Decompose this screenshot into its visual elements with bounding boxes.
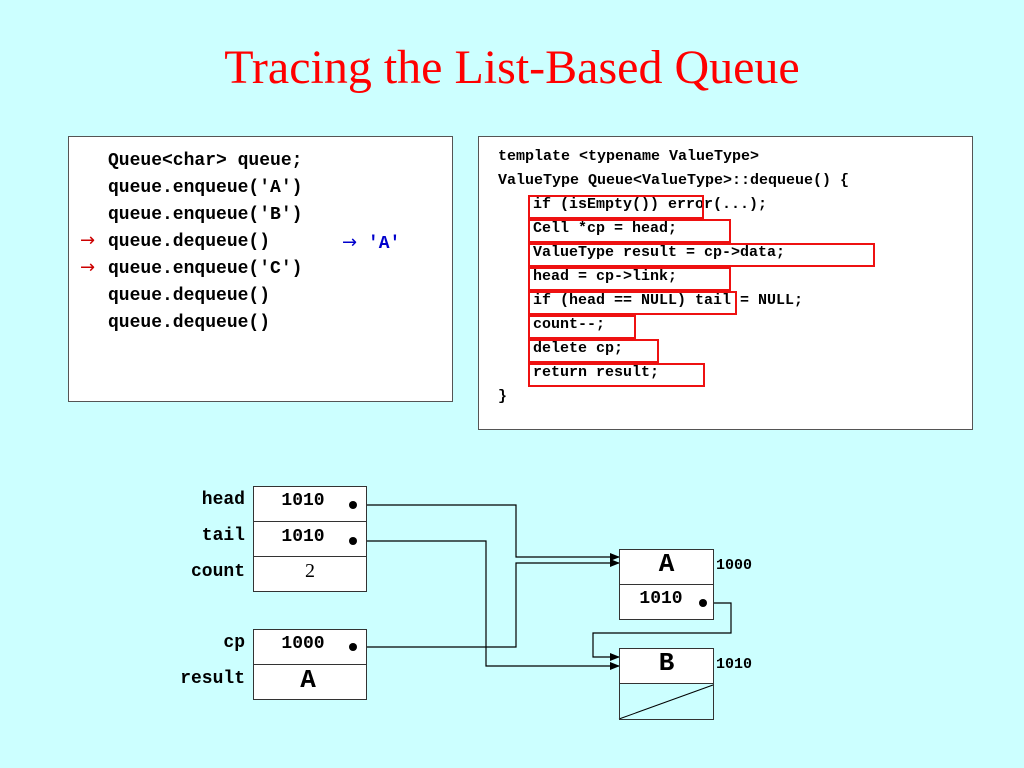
- head-pointer-dot: [349, 501, 357, 509]
- body-line-5: if (head == NULL) tail = NULL;: [533, 289, 803, 313]
- body-line-8: return result;: [533, 364, 660, 381]
- template-line: template <typename ValueType>: [498, 148, 760, 165]
- cell-1-link: [619, 584, 714, 620]
- cell-1-link-value: 1010: [639, 589, 683, 609]
- tail-field: [253, 521, 367, 557]
- client-code-panel: [68, 136, 453, 402]
- count-label: count: [190, 562, 245, 582]
- highlight-box-2: [528, 219, 731, 243]
- code-line-6: queue.dequeue(): [108, 286, 271, 306]
- cell-2-address: 1010: [716, 656, 753, 673]
- count-value: 2: [305, 560, 315, 582]
- tail-label: tail: [201, 526, 245, 546]
- return-value: 'A': [367, 234, 401, 254]
- cell-1-link-dot: [699, 599, 707, 607]
- cp-pointer-dot: [349, 643, 357, 651]
- highlight-box-8: [528, 363, 705, 387]
- stmt-head-null: if (head == NULL): [533, 292, 687, 309]
- count-field: [253, 556, 367, 592]
- cp-field: [253, 629, 367, 665]
- cp-pointer: [353, 559, 620, 648]
- stmt-isempty: if (isEmpty()): [533, 196, 660, 213]
- code-line-5: queue.enqueue('C'): [108, 259, 303, 279]
- null-link-slash: [618, 684, 714, 720]
- cell-1-address: 1000: [716, 557, 753, 574]
- stmt-tail-null: tail = NULL;: [686, 292, 804, 309]
- cell-1-data-value: A: [658, 549, 675, 579]
- body-line-3: ValueType result = cp->data;: [533, 244, 786, 261]
- highlight-box-5: [528, 291, 737, 315]
- stmt-error: error(...);: [659, 196, 768, 213]
- body-line-6: count--;: [533, 316, 606, 333]
- cell-1-data: [619, 549, 714, 585]
- cell-2-link: [619, 683, 714, 720]
- cp-label: cp: [223, 633, 245, 653]
- tail-value: 1010: [281, 527, 325, 547]
- closing-brace: }: [498, 388, 508, 405]
- signature-line: ValueType Queue<ValueType>::dequeue() {: [498, 172, 850, 189]
- body-line-1: if (isEmpty()) error(...);: [533, 193, 767, 217]
- link-pointer: [592, 602, 732, 661]
- dequeue-code-panel: [478, 136, 973, 430]
- cp-value: 1000: [281, 634, 325, 654]
- cell-2-data-value: B: [658, 648, 675, 678]
- highlight-box-1: [528, 195, 704, 219]
- highlight-box-3: [528, 243, 875, 267]
- result-field: [253, 664, 367, 700]
- next-line-marker: →: [80, 257, 96, 278]
- highlight-box-7: [528, 339, 659, 363]
- body-line-4: head = cp->link;: [533, 268, 678, 285]
- code-line-3: queue.enqueue('B'): [108, 205, 303, 225]
- head-value: 1010: [281, 491, 325, 511]
- highlight-box-4: [528, 267, 731, 291]
- current-line-marker: →: [80, 230, 96, 251]
- result-value: A: [300, 665, 316, 695]
- head-label: head: [201, 490, 245, 510]
- body-line-7: delete cp;: [533, 340, 624, 357]
- highlight-box-6: [528, 315, 636, 339]
- code-line-4: queue.dequeue(): [108, 232, 271, 252]
- slide-title: Tracing the List-Based Queue: [224, 41, 800, 94]
- return-annotation: → 'A': [342, 229, 400, 258]
- tail-pointer: [353, 540, 620, 670]
- code-line-2: queue.enqueue('A'): [108, 178, 303, 198]
- head-pointer: [353, 504, 620, 561]
- code-line-7: queue.dequeue(): [108, 313, 271, 333]
- result-label: result: [180, 669, 245, 689]
- code-line-1: Queue<char> queue;: [108, 151, 303, 171]
- body-line-2: Cell *cp = head;: [533, 220, 678, 237]
- return-arrow: →: [342, 232, 358, 253]
- tail-pointer-dot: [349, 537, 357, 545]
